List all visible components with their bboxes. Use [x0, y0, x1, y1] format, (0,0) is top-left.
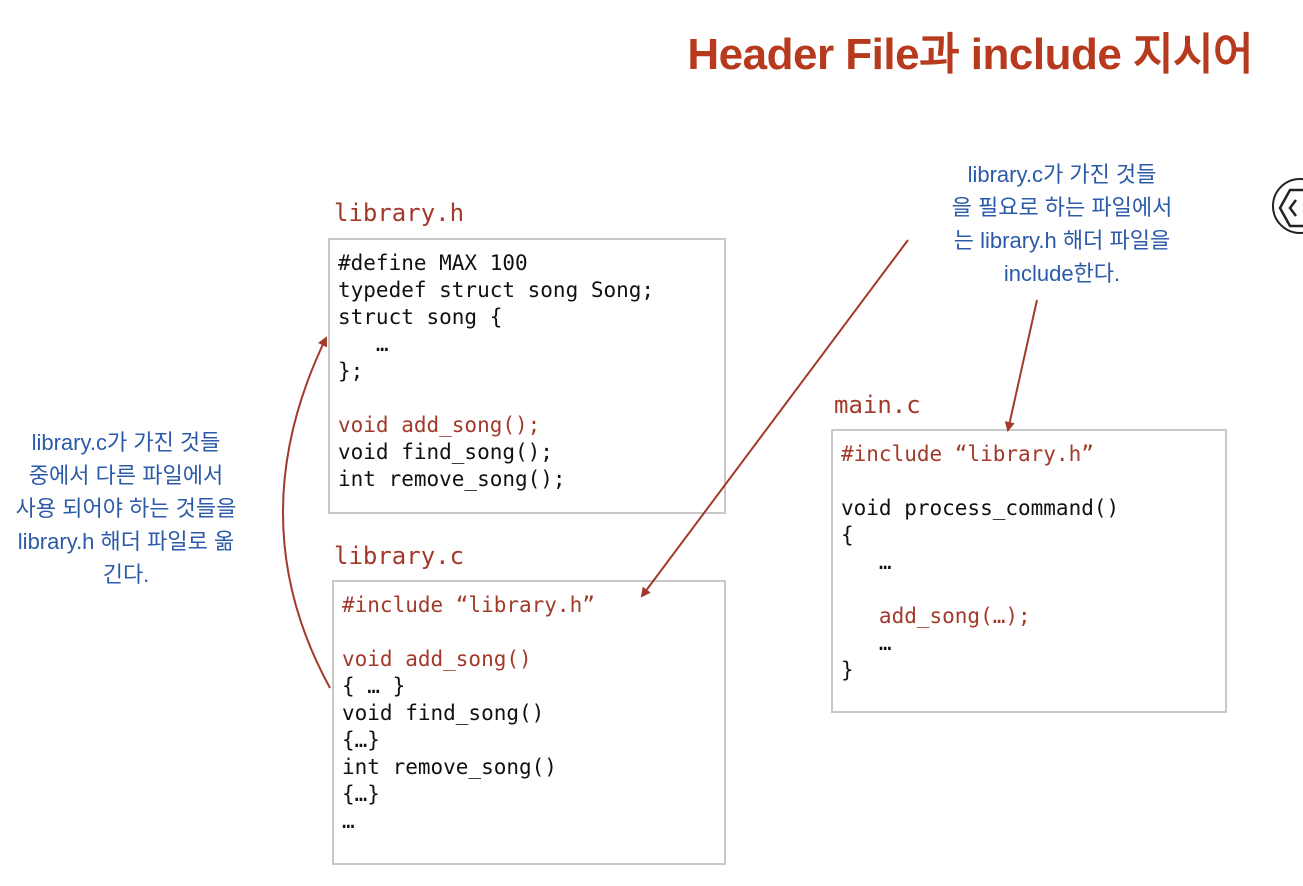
code-line: void find_song() [342, 701, 545, 725]
code-line: … [841, 550, 892, 574]
note-line: 중에서 다른 파일에서 [28, 463, 224, 488]
code-line: struct song { [338, 305, 503, 329]
code-line [841, 468, 1217, 495]
note-line: 긴다. [102, 562, 150, 587]
code-line: #include “library.h” [342, 593, 595, 617]
library-c-label: library.c [334, 542, 465, 570]
page-title: Header File과 include 지시어 [687, 30, 1253, 79]
code-line: void add_song(); [338, 413, 541, 437]
code-line: #include “library.h” [841, 442, 1094, 466]
code-line: {…} [342, 782, 380, 806]
code-line: { [841, 523, 854, 547]
note-line: 는 library.h 해더 파일을 [953, 228, 1171, 253]
main-c-label: main.c [834, 391, 921, 419]
code-line [841, 576, 1217, 603]
note-line: include한다. [1003, 261, 1121, 286]
note-line: 사용 되어야 하는 것들을 [15, 496, 237, 521]
code-line: } [841, 658, 854, 682]
right-annotation: library.c가 가진 것들 을 필요로 하는 파일에서 는 library… [920, 158, 1204, 290]
code-line: void find_song(); [338, 440, 553, 464]
code-line: typedef struct song Song; [338, 278, 655, 302]
code-line: #define MAX 100 [338, 251, 528, 275]
code-line: void process_command() [841, 496, 1120, 520]
code-line: add_song(…); [841, 604, 1031, 628]
partial-hexagon-icon [1272, 178, 1303, 234]
code-line: void add_song() [342, 647, 532, 671]
code-line [338, 385, 716, 412]
code-line: int remove_song() [342, 755, 557, 779]
code-line: {…} [342, 728, 380, 752]
note-line: library.c가 가진 것들 [31, 430, 221, 455]
code-line: }; [338, 359, 364, 383]
library-h-code-box: #define MAX 100 typedef struct song Song… [328, 238, 726, 514]
code-line: int remove_song(); [338, 467, 566, 491]
note-line: library.h 해더 파일로 옮 [17, 529, 235, 554]
include-arrow-to-main-c [1004, 299, 1038, 432]
left-annotation: library.c가 가진 것들 중에서 다른 파일에서 사용 되어야 하는 것… [0, 426, 252, 591]
code-line [342, 619, 716, 646]
main-c-code-box: #include “library.h” void process_comman… [831, 429, 1227, 713]
note-line: 을 필요로 하는 파일에서 [951, 195, 1173, 220]
code-line: … [841, 631, 892, 655]
code-line: … [338, 332, 389, 356]
note-line: library.c가 가진 것들 [967, 162, 1157, 187]
code-line: … [342, 809, 355, 833]
code-line: { … } [342, 674, 406, 698]
library-h-label: library.h [334, 199, 465, 227]
move-to-header-arrow [282, 336, 331, 689]
library-c-code-box: #include “library.h” void add_song() { …… [332, 580, 726, 865]
